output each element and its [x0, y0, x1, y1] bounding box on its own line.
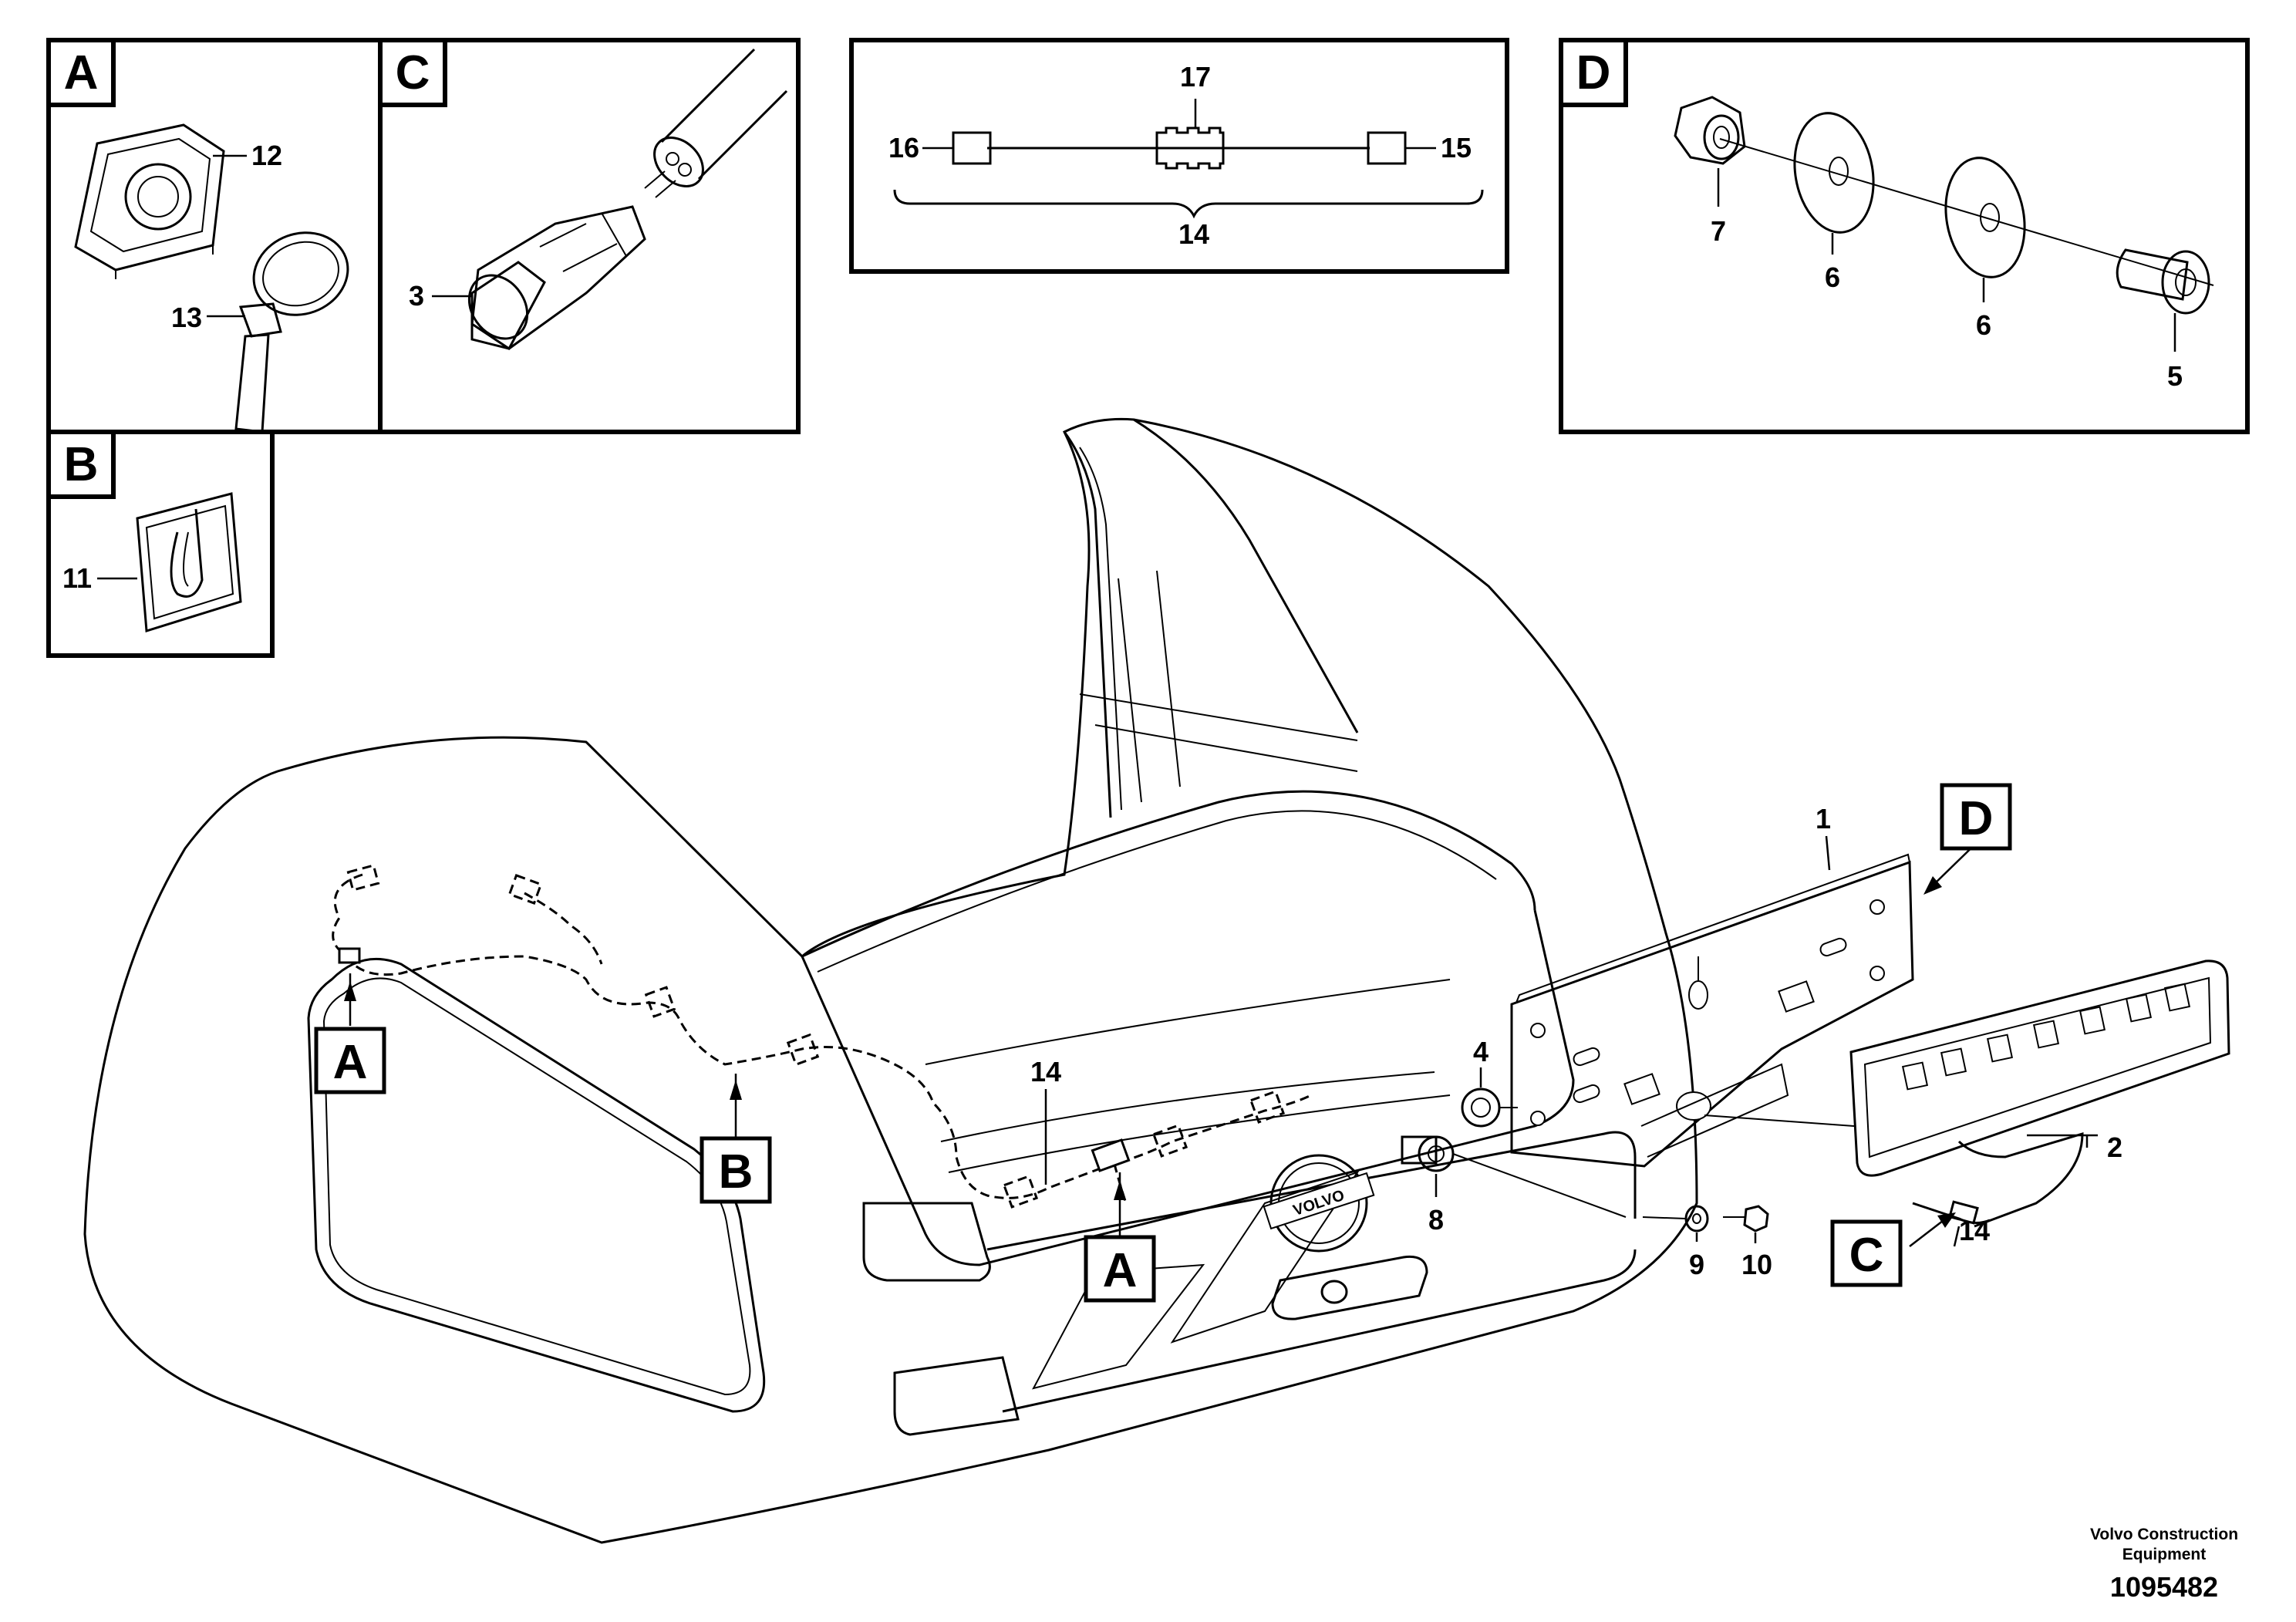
credit-line-1: Volvo Construction: [2090, 1526, 2238, 1543]
inset-d-frame: [1559, 38, 2250, 434]
label-15: 15: [1441, 132, 1472, 164]
callout-d-letter: D: [1959, 792, 1994, 845]
inset-b: B 11: [46, 430, 275, 658]
pillar-rear: [1133, 418, 1359, 733]
inset-d-tag: [1559, 38, 1628, 107]
label-8: 8: [1428, 1204, 1444, 1236]
plate-holder-part: [1849, 959, 2230, 1228]
callout-c: C: [1830, 1212, 1956, 1287]
callout-b: B: [700, 1074, 772, 1204]
inset-a-letter: A: [64, 46, 99, 99]
label-14-inset: 14: [1178, 218, 1209, 250]
credit-block: Volvo Construction Equipment 1095482: [2090, 1526, 2238, 1603]
label-14-lower: 14: [1959, 1215, 1990, 1246]
callout-d: D: [1923, 783, 2012, 895]
inset-c: C 3: [378, 38, 801, 434]
label-2: 2: [2107, 1131, 2122, 1163]
cab-outline: [83, 417, 1698, 1544]
label-9: 9: [1689, 1249, 1704, 1280]
label-7: 7: [1711, 215, 1726, 247]
license-plate-part: [1510, 853, 1914, 1168]
tie-base-part: [74, 123, 225, 279]
label-6a: 6: [1825, 261, 1840, 293]
label-5: 5: [2167, 360, 2183, 392]
chevron-left: [1032, 1263, 1205, 1390]
inset-b-tag: [46, 430, 116, 499]
callout-c-letter: C: [1849, 1229, 1884, 1282]
inset-d-letter: D: [1576, 46, 1611, 99]
chevron-right: [1170, 1171, 1360, 1344]
side-window: [307, 957, 766, 1413]
inset-c-tag: [378, 38, 447, 107]
bumper-block-2: [893, 1356, 1020, 1436]
inset-d-axis: [1719, 138, 2214, 286]
callout-b-letter: B: [719, 1145, 754, 1199]
inset-b-letter: B: [64, 438, 99, 491]
callout-a-lower: A: [1084, 1172, 1156, 1303]
grommet-lower: [1401, 1135, 1455, 1172]
bumper-block-1: [862, 1202, 991, 1282]
screw-part: [2116, 248, 2210, 315]
label-12: 12: [251, 140, 282, 171]
callout-a-lower-letter: A: [1103, 1244, 1138, 1297]
harness-branch-connector: [1155, 126, 1225, 170]
inset-harness-frame: [849, 38, 1509, 274]
label-4: 4: [1473, 1036, 1489, 1067]
inset-a: A 12 13: [46, 38, 383, 434]
rear-handle: [1271, 1255, 1428, 1320]
label-14-main: 14: [1030, 1056, 1061, 1088]
inset-a-tag: [46, 38, 116, 107]
cab-body: VOLVO: [83, 417, 1698, 1544]
credit-line-2: Equipment: [2122, 1546, 2207, 1563]
rear-roof-line: [801, 790, 1536, 958]
cable-end-part: [644, 48, 788, 198]
doc-number: 1095482: [2110, 1571, 2218, 1603]
grommet-upper: [1461, 1088, 1501, 1128]
callout-a-upper: A: [314, 973, 386, 1094]
inset-d: D 7 6 6 5: [1559, 38, 2250, 434]
label-6b: 6: [1976, 309, 1991, 341]
bumper-lower: [1002, 1249, 1637, 1413]
bolt-part: [1723, 1205, 1769, 1233]
light-bar: [940, 1071, 1451, 1173]
bumper-beam: [986, 1131, 1637, 1251]
harness-connector-visible: [1091, 1138, 1131, 1172]
inset-harness: 17 16 15 14: [849, 38, 1509, 274]
rear-crease: [925, 979, 1451, 1065]
clip-part: [136, 492, 242, 632]
washer-part-2: [1944, 157, 2026, 278]
label-13: 13: [171, 302, 202, 333]
label-1: 1: [1816, 803, 1831, 835]
inset-c-letter: C: [396, 46, 430, 99]
label-10: 10: [1741, 1249, 1772, 1280]
washer-part-1: [1793, 112, 1875, 234]
label-17: 17: [1180, 61, 1211, 93]
label-11: 11: [62, 562, 92, 594]
connector-part: [467, 205, 646, 350]
harness-route: [332, 864, 1312, 1209]
nut-part: [1674, 96, 1746, 165]
callout-a-upper-letter: A: [333, 1036, 368, 1089]
rear-panel: [801, 909, 1575, 1266]
inset-c-frame: [378, 38, 801, 434]
tie-base-visible: [338, 947, 361, 964]
pillar-left: [1063, 431, 1112, 818]
harness-brace: [893, 189, 1484, 219]
label-16: 16: [888, 132, 919, 164]
label-3: 3: [409, 280, 424, 312]
